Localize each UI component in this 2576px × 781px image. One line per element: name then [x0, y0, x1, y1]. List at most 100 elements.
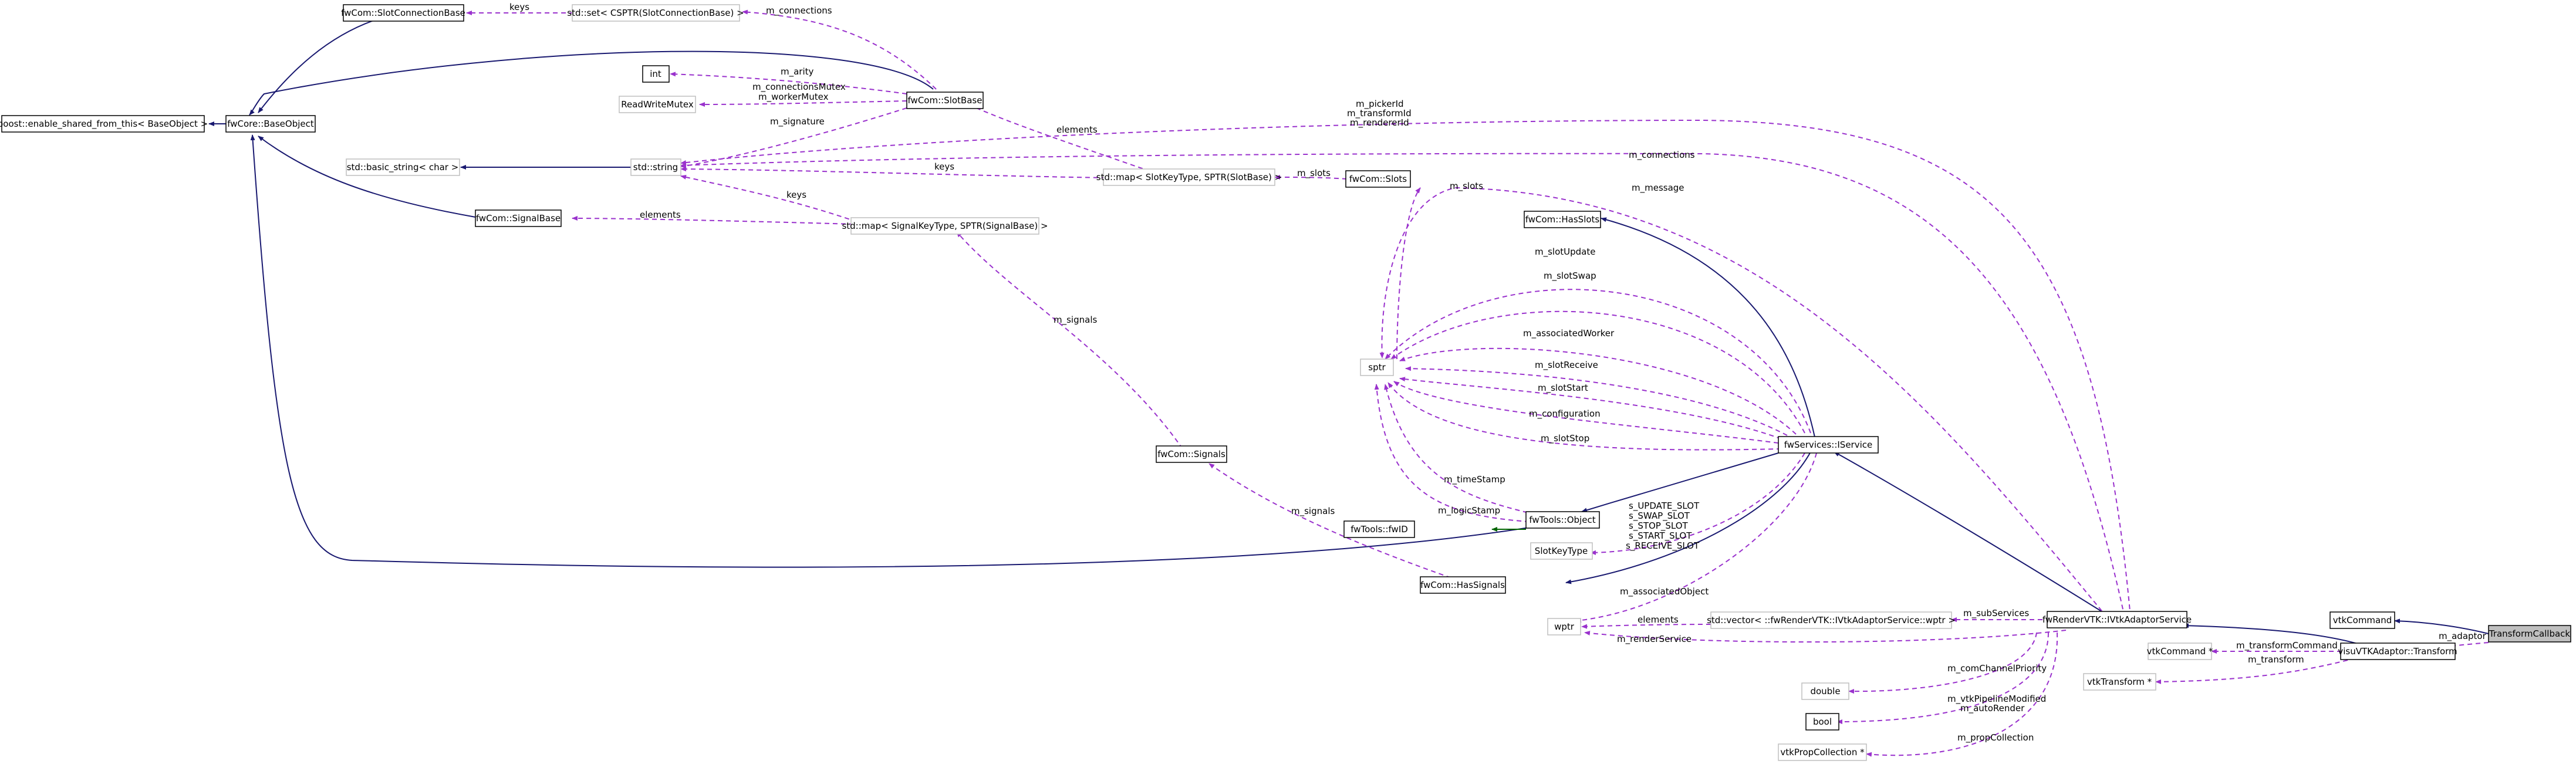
svg-text:TransformCallback: TransformCallback [2489, 628, 2571, 639]
edge-elements-wptr [1581, 624, 1711, 629]
usage-edges [466, 9, 2489, 757]
label-m-arity: m_arity [781, 66, 814, 77]
svg-text:sptr: sptr [1368, 362, 1386, 373]
edge-m-slotreceive [1405, 366, 1788, 436]
node-set-cspt[interactable]: std::set< CSPTR(SlotConnectionBase) > [567, 4, 744, 22]
edge-ivtkadaptorservice-iservice [1834, 451, 2114, 619]
edge-m-slotupdate [1385, 289, 1811, 434]
label-m-slotupdate: m_slotUpdate [1535, 246, 1595, 258]
node-double[interactable]: double [1801, 682, 1849, 700]
label-m-propcollection: m_propCollection [1957, 732, 2034, 743]
edge-iservice-hassignals [1565, 451, 1811, 584]
svg-text:bool: bool [1813, 716, 1832, 727]
node-sptr[interactable]: sptr [1360, 359, 1394, 376]
node-vector-wptr[interactable]: std::vector< ::fwRenderVTK::IVtkAdaptorS… [1707, 611, 1956, 629]
node-transformcallback[interactable]: TransformCallback [2488, 625, 2571, 643]
node-vtkcommand-ptr[interactable]: vtkCommand * [2147, 643, 2213, 660]
node-hasslots[interactable]: fwCom::HasSlots [1524, 211, 1601, 228]
label-start-slot: s_START_SLOT [1629, 530, 1692, 542]
edge-m-timestamp [1384, 384, 1544, 517]
edge-slotbase-baseobject [249, 50, 934, 116]
node-bool[interactable]: bool [1805, 713, 1839, 731]
label-m-slots-wptr: m_slots [1450, 181, 1483, 192]
node-slotbase[interactable]: fwCom::SlotBase [906, 92, 984, 109]
edge-m-arity [670, 72, 907, 94]
svg-text:std::set< CSPTR(SlotConnection: std::set< CSPTR(SlotConnectionBase) > [567, 8, 744, 18]
label-m-comchannelpriority: m_comChannelPriority [1947, 663, 2047, 674]
svg-text:fwCom::SlotConnectionBase: fwCom::SlotConnectionBase [341, 8, 465, 18]
node-map-signal[interactable]: std::map< SignalKeyType, SPTR(SignalBase… [842, 217, 1048, 235]
label-m-connections-long: m_connections [1629, 150, 1695, 161]
label-elements-wptr: elements [1638, 614, 1679, 625]
svg-text:vtkCommand: vtkCommand [2333, 615, 2392, 626]
node-readwritemutex[interactable]: ReadWriteMutex [619, 96, 696, 113]
label-m-connections-set: m_connections [766, 5, 832, 16]
node-iservice[interactable]: fwServices::IService [1778, 436, 1879, 454]
svg-text:vtkCommand *: vtkCommand * [2147, 646, 2213, 657]
svg-text:vtkTransform *: vtkTransform * [2087, 677, 2152, 687]
svg-text:boost::enable_shared_from_this: boost::enable_shared_from_this< BaseObje… [0, 119, 208, 130]
svg-text:fwCore::BaseObject: fwCore::BaseObject [227, 119, 314, 129]
node-wptr[interactable]: wptr [1547, 618, 1581, 635]
edge-m-slots-wptr [1396, 187, 1421, 360]
svg-text:fwCom::HasSignals: fwCom::HasSignals [1420, 580, 1505, 590]
node-slotconnectionbase[interactable]: fwCom::SlotConnectionBase [341, 4, 465, 22]
svg-text:visuVTKAdaptor::Transform: visuVTKAdaptor::Transform [2338, 646, 2457, 657]
edge-m-pickerid [680, 119, 2131, 618]
svg-text:fwServices::IService: fwServices::IService [1784, 439, 1873, 450]
edge-m-associatedobject [1575, 452, 1817, 623]
label-m-signals-map: m_signals [1054, 315, 1097, 326]
label-m-workermutex: m_workerMutex [758, 92, 829, 103]
node-fwtools-fwid[interactable]: fwTools::fwID [1343, 520, 1415, 538]
node-baseobject[interactable]: fwCore::BaseObject [225, 115, 316, 133]
node-enable-shared[interactable]: boost::enable_shared_from_this< BaseObje… [0, 115, 208, 133]
node-ivtkadaptorservice[interactable]: fwRenderVTK::IVtkAdaptorService [2042, 611, 2192, 628]
label-keys-signal: keys [786, 190, 806, 200]
node-vtkpropcollection[interactable]: vtkPropCollection * [1778, 743, 1867, 761]
node-fwcom-signals[interactable]: fwCom::Signals [1156, 445, 1227, 463]
node-fwcom-slots[interactable]: fwCom::Slots [1345, 170, 1411, 188]
svg-text:vtkPropCollection *: vtkPropCollection * [1780, 747, 1865, 758]
edge-m-signature [680, 107, 907, 168]
node-visuvtkadaptor-transform[interactable]: visuVTKAdaptor::Transform [2338, 643, 2457, 660]
edge-object-baseobject [250, 134, 1544, 568]
node-int[interactable]: int [642, 65, 670, 83]
edge-m-signals-map [956, 231, 1183, 449]
node-vtktransform-ptr[interactable]: vtkTransform * [2083, 673, 2156, 691]
node-basic-string[interactable]: std::basic_string< char > [346, 158, 460, 176]
svg-text:fwCom::SlotBase: fwCom::SlotBase [908, 95, 983, 106]
svg-text:fwTools::Object: fwTools::Object [1529, 515, 1595, 525]
node-slotkeytype[interactable]: SlotKeyType [1530, 542, 1593, 560]
edge-transformcallback-vtkcommand [2394, 618, 2489, 634]
edge-m-renderservice [1584, 630, 2067, 643]
svg-text:double: double [1810, 686, 1840, 697]
label-m-slotreceive: m_slotReceive [1535, 360, 1598, 371]
edge-m-propcollection [1866, 632, 2058, 757]
node-std-string[interactable]: std::string [630, 158, 681, 176]
label-update-slot: s_UPDATE_SLOT [1629, 501, 1700, 512]
node-vtkcommand[interactable]: vtkCommand [2329, 611, 2395, 629]
label-m-transformcommand: m_transformCommand [2236, 640, 2338, 651]
svg-text:std::basic_string< char >: std::basic_string< char > [347, 162, 459, 173]
label-m-slotstop: m_slotStop [1541, 433, 1589, 444]
svg-text:std::map< SlotKeyType, SPTR(Sl: std::map< SlotKeyType, SPTR(SlotBase) > [1096, 172, 1282, 182]
edge-m-configuration [1393, 381, 1779, 444]
label-elements-signals: elements [640, 209, 681, 220]
label-m-subservices: m_subServices [1963, 608, 2029, 619]
svg-text:std::map< SignalKeyType, SPTR(: std::map< SignalKeyType, SPTR(SignalBase… [842, 221, 1048, 231]
edge-m-message [1379, 187, 2108, 618]
node-fwtools-object[interactable]: fwTools::Object [1525, 511, 1600, 529]
edge-m-vtkpipeline [1836, 632, 2049, 724]
node-hassignals[interactable]: fwCom::HasSignals [1420, 576, 1506, 594]
edge-m-associatedworker [1399, 347, 1797, 435]
edge-labels: m_adaptor m_transformCommand m_transform… [509, 2, 2487, 743]
node-map-slot[interactable]: std::map< SlotKeyType, SPTR(SlotBase) > [1096, 168, 1282, 186]
label-keys-conn: keys [509, 2, 529, 12]
svg-text:fwRenderVTK::IVtkAdaptorServic: fwRenderVTK::IVtkAdaptorService [2042, 614, 2192, 625]
svg-text:int: int [650, 69, 661, 79]
node-signalbase[interactable]: fwCom::SignalBase [475, 209, 562, 227]
label-m-slots-map: m_slots [1297, 168, 1331, 179]
edge-iservice-object [1581, 452, 1779, 513]
svg-text:wptr: wptr [1554, 621, 1575, 632]
